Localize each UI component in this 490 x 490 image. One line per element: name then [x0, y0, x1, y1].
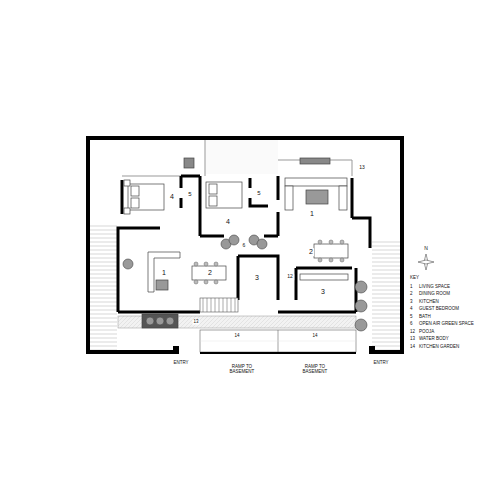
room-label: 1 — [161, 269, 167, 277]
room-label: 4 — [169, 193, 175, 201]
room-label: 14 — [233, 334, 240, 339]
room-label: 1 — [309, 210, 315, 218]
room-label: 6 — [242, 243, 247, 249]
key-text: 14 — [410, 345, 415, 350]
key-text: 2 — [410, 292, 413, 297]
room-label: RAMP TO BASEMENT — [295, 365, 335, 375]
room-label: N — [424, 246, 428, 252]
room-label: 14 — [311, 334, 318, 339]
key-text: DINING ROOM — [419, 292, 450, 297]
key-text: OPEN AIR GREEN SPACE — [419, 322, 474, 327]
key-text: LIVING SPACE — [419, 285, 450, 290]
key-text: 13 — [410, 337, 415, 342]
room-label: 5 — [187, 191, 192, 198]
key-text: BATH — [419, 315, 431, 320]
room-label: 2 — [207, 269, 213, 277]
key-text: 1 — [410, 285, 413, 290]
room-label: ENTRY — [173, 361, 188, 366]
key-text: 12 — [410, 330, 415, 335]
key-text: 3 — [410, 300, 413, 305]
room-label: 5 — [256, 190, 261, 197]
key-text: 5 — [410, 315, 413, 320]
room-label: 12 — [286, 274, 294, 280]
key-text: 4 — [410, 307, 413, 312]
key-text: POOJA — [419, 330, 434, 335]
key-text: WATER BODY — [419, 337, 449, 342]
room-label: 3 — [254, 274, 260, 282]
room-label: 13 — [358, 165, 366, 171]
key-text: 6 — [410, 322, 413, 327]
room-label: 4 — [225, 218, 231, 226]
key-text: GUEST BEDROOM — [419, 307, 459, 312]
room-label: RAMP TO BASEMENT — [222, 365, 262, 375]
room-label: 3 — [320, 288, 326, 296]
key-text: KEY — [410, 276, 419, 281]
key-text: KITCHEN GARDEN — [419, 345, 459, 350]
room-label: 13 — [192, 320, 199, 325]
room-label: 2 — [308, 248, 314, 256]
room-label: ENTRY — [373, 361, 388, 366]
key-text: KITCHEN — [419, 300, 439, 305]
